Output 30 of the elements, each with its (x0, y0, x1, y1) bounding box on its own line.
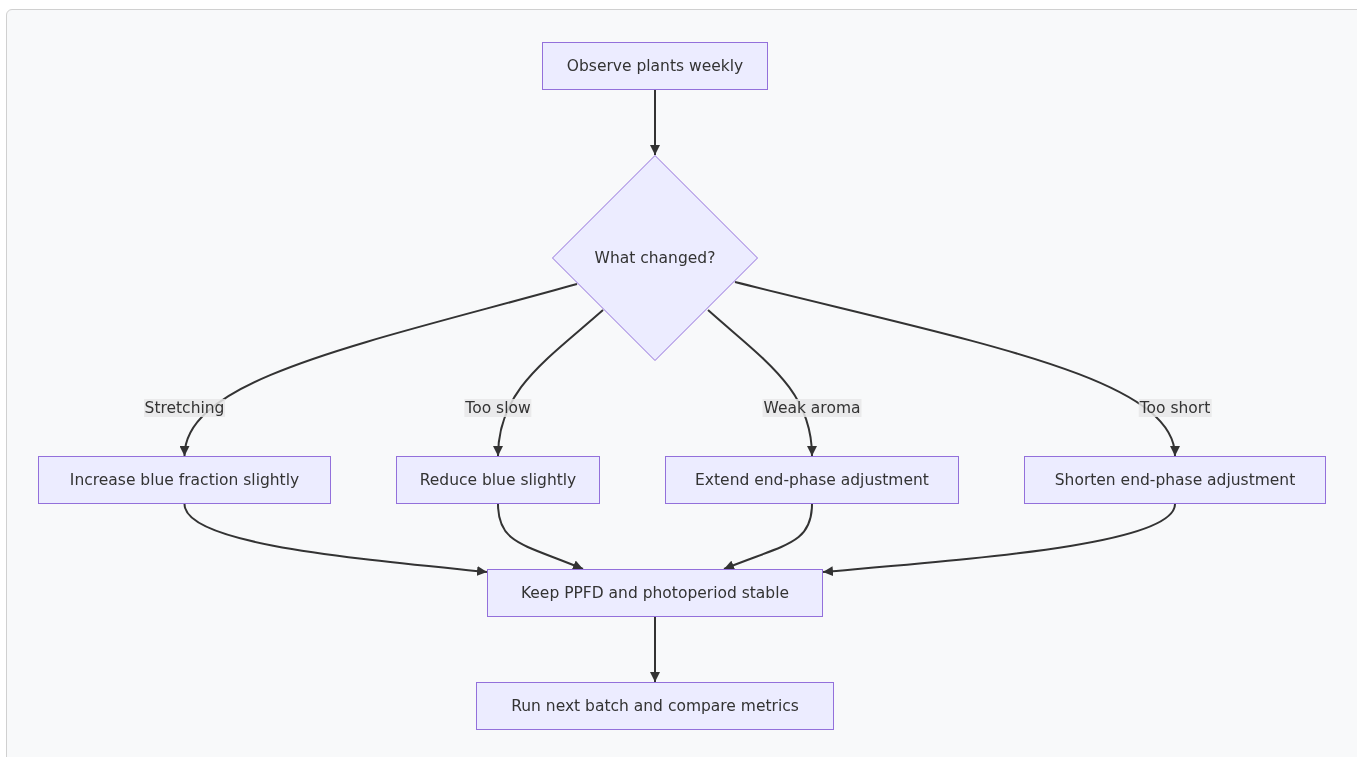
process-box (487, 569, 823, 617)
node-text: Reduce blue slightly (419, 471, 577, 489)
node-text: Observe plants weekly (566, 57, 744, 75)
node-text: Keep PPFD and photoperiod stable (520, 584, 790, 602)
decision-diamond (552, 155, 758, 361)
arrow (493, 309, 604, 457)
arrow (707, 309, 817, 457)
node-text: Run next batch and compare metrics (511, 697, 799, 715)
node-text: Shorten end-phase adjustment (1054, 471, 1296, 489)
arrow (734, 281, 1178, 457)
edge-label: Stretching (143, 399, 226, 417)
edge-label: Too slow (464, 399, 532, 417)
process-box (665, 456, 959, 504)
arrow (650, 89, 660, 156)
process-box (396, 456, 600, 504)
arrow (497, 503, 584, 570)
edge-label: Too short (1138, 399, 1212, 417)
node-text: Increase blue fraction slightly (69, 471, 300, 489)
arrow (183, 503, 488, 576)
arrow (181, 283, 578, 457)
process-box (542, 42, 768, 90)
arrow (822, 503, 1176, 577)
process-box (1024, 456, 1326, 504)
node-text: Extend end-phase adjustment (695, 471, 929, 489)
edge-label: Weak aroma (762, 399, 862, 417)
node-text: What changed? (594, 249, 716, 267)
process-box (476, 682, 834, 730)
process-box (38, 456, 331, 504)
arrow (650, 616, 660, 683)
arrow (723, 503, 813, 570)
